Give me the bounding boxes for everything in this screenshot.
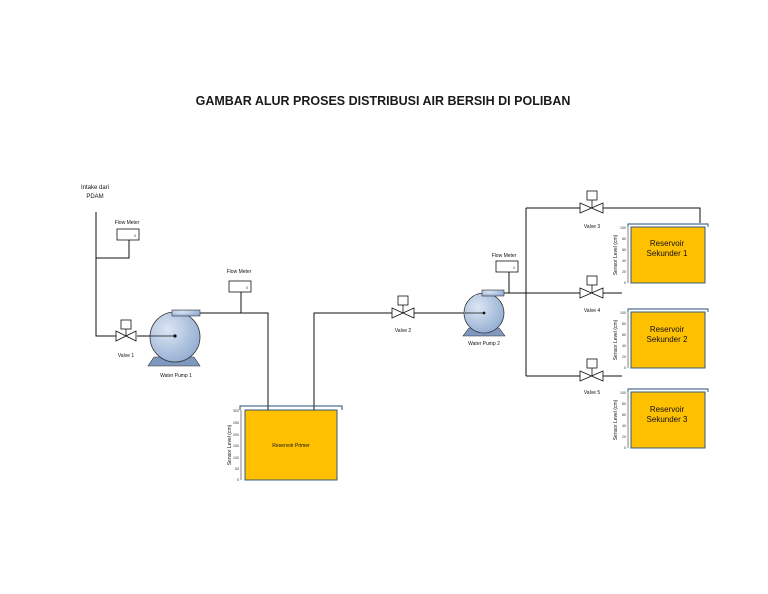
reservoir-primer-sensor-label: Sensor Level (cm): [227, 424, 233, 465]
water-pump-2[interactable]: Water Pump 2: [462, 289, 506, 347]
valve-actuator-icon: [397, 295, 409, 306]
water-pump-1-label: Water Pump 1: [160, 373, 192, 379]
flow-meter-1: Flow Meter 0: [115, 220, 140, 241]
tick-label: 100: [620, 311, 626, 315]
valve-2-label: Valve 2: [395, 328, 412, 334]
sekunder-3-sensor-label: Sensor Level (cm): [613, 399, 619, 440]
valve-1-label: Valve 1: [118, 353, 135, 359]
pipe-sekunder-1: [526, 207, 701, 223]
pipe-network: [95, 207, 701, 410]
tick-label: 0: [624, 446, 626, 450]
tick-label: 0: [624, 281, 626, 285]
water-pump-2-label: Water Pump 2: [468, 341, 500, 347]
tick-label: 150: [233, 444, 239, 448]
pump-outlet-icon: [481, 289, 505, 297]
sekunder-3-label-line2: Sekunder 3: [647, 415, 688, 424]
pipe-reservoir-valve2: [313, 312, 392, 410]
flow-meter-2-icon: [228, 280, 252, 293]
tick-label: 250: [233, 421, 239, 425]
sekunder-1-sensor-label: Sensor Level (cm): [613, 234, 619, 275]
tick-label: 60: [622, 413, 626, 417]
flow-meter-3-icon: [495, 260, 519, 273]
valve-icon: [115, 330, 137, 342]
reservoir-sekunder-2-tank: [630, 311, 706, 369]
flow-meter-1-unit: 0: [134, 234, 136, 238]
intake-label-line1: Intake dari: [81, 185, 109, 191]
diagram-title: GAMBAR ALUR PROSES DISTRIBUSI AIR BERSIH…: [196, 94, 571, 108]
tick-label: 0: [237, 478, 239, 482]
reservoir-sekunder-2: 100 80 60 40 20 0 Sensor Level (cm) Rese…: [613, 308, 709, 370]
sekunder-2-label-line2: Sekunder 2: [647, 335, 688, 344]
tick-label: 200: [233, 433, 239, 437]
sekunder-1-label-line1: Reservoir: [650, 239, 685, 248]
tick-label: 0: [624, 366, 626, 370]
tick-label: 20: [622, 270, 626, 274]
valve-3-label: Valve 3: [584, 224, 601, 230]
reservoir-sekunder-3-tank: [630, 391, 706, 449]
reservoir-sekunder-1: 100 80 60 40 20 0 Sensor Level (cm) Rese…: [613, 223, 709, 285]
valve-1[interactable]: Valve 1: [115, 319, 137, 359]
tick-label: 300: [233, 409, 239, 413]
reservoir-primer: Reservoir Primer 300 250 200 150 100 50 …: [227, 405, 343, 482]
tick-label: 100: [233, 456, 239, 460]
valve-3[interactable]: Valve 3: [579, 190, 604, 230]
reservoir-primer-tank: [244, 409, 338, 481]
valve-2[interactable]: Valve 2: [391, 295, 415, 334]
reservoir-primer-frame: [239, 405, 343, 410]
reservoir-sekunder-1-tank: [630, 226, 706, 284]
valve-actuator-icon: [586, 358, 598, 369]
flow-meter-3-unit: 0: [513, 266, 515, 270]
valve-icon: [579, 287, 604, 299]
reservoir-primer-label: Reservoir Primer: [272, 443, 310, 449]
tick-label: 50: [235, 467, 239, 471]
valve-actuator-icon: [586, 275, 598, 286]
pipe-intake: [95, 212, 116, 337]
flow-meter-1-label: Flow Meter: [115, 220, 140, 226]
flow-meter-1-icon: [116, 228, 140, 241]
reservoir-sekunder-3: 100 80 60 40 20 0 Sensor Level (cm) Rese…: [613, 388, 709, 450]
sekunder-3-label-line1: Reservoir: [650, 405, 685, 414]
flow-meter-3-label: Flow Meter: [492, 253, 517, 259]
sekunder-2-sensor-label: Sensor Level (cm): [613, 319, 619, 360]
valve-icon: [579, 202, 604, 214]
pump-outlet-icon: [171, 309, 201, 317]
water-pump-1[interactable]: Water Pump 1: [147, 309, 201, 379]
valve-5-label: Valve 5: [584, 390, 601, 396]
tick-label: 80: [622, 402, 626, 406]
sekunder-1-label-line2: Sekunder 1: [647, 249, 688, 258]
tick-label: 80: [622, 237, 626, 241]
pipe-pump1-reservoir: [176, 312, 269, 410]
tick-label: 60: [622, 333, 626, 337]
tick-label: 80: [622, 322, 626, 326]
valve-icon: [391, 307, 415, 319]
valve-5[interactable]: Valve 5: [579, 358, 604, 396]
tick-label: 40: [622, 344, 626, 348]
valve-4-label: Valve 4: [584, 308, 601, 314]
tick-label: 20: [622, 435, 626, 439]
intake-label-line2: PDAM: [86, 194, 103, 200]
tick-label: 40: [622, 259, 626, 263]
tick-label: 20: [622, 355, 626, 359]
tick-label: 60: [622, 248, 626, 252]
valve-actuator-icon: [586, 190, 598, 201]
flow-meter-2: Flow Meter 0: [227, 269, 252, 293]
pipe-flowmeter-1-tap: [96, 240, 130, 259]
flow-meter-2-label: Flow Meter: [227, 269, 252, 275]
sekunder-2-label-line1: Reservoir: [650, 325, 685, 334]
valve-actuator-icon: [120, 319, 132, 330]
tick-label: 100: [620, 226, 626, 230]
valve-4[interactable]: Valve 4: [579, 275, 604, 314]
tick-label: 100: [620, 391, 626, 395]
tick-label: 40: [622, 424, 626, 428]
valve-icon: [579, 370, 604, 382]
flow-meter-2-unit: 0: [246, 286, 248, 290]
flow-meter-3: Flow Meter 0: [492, 253, 519, 273]
